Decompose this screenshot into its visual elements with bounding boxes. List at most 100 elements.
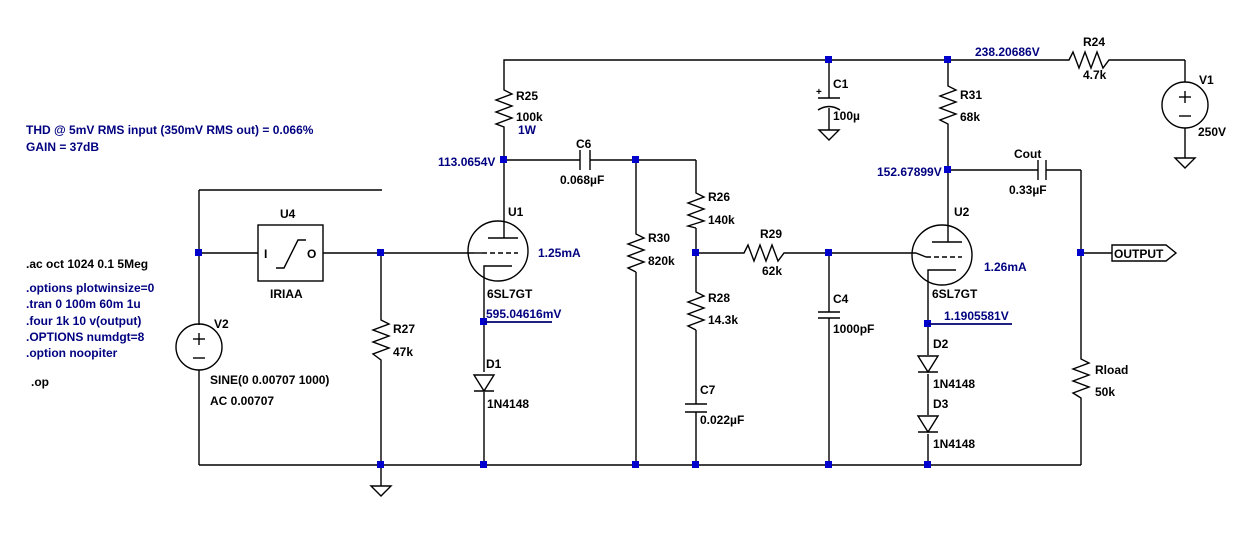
junction-dots xyxy=(195,56,1084,468)
output-port[interactable]: OUTPUT xyxy=(1111,244,1178,262)
r29-symbol[interactable] xyxy=(740,243,790,263)
thd-note: THD @ 5mV RMS input (350mV RMS out) = 0.… xyxy=(26,123,314,137)
d3-symbol[interactable] xyxy=(916,415,940,434)
r25-name: R25 xyxy=(516,89,538,103)
spice-directives: .ac oct 1024 0.1 5Meg .options plotwinsi… xyxy=(26,257,155,389)
c1-symbol[interactable]: + xyxy=(816,87,841,111)
directive-op[interactable]: .op xyxy=(31,375,49,389)
u2-name: U2 xyxy=(954,205,970,219)
v2-symbol[interactable] xyxy=(175,323,223,371)
u1-current: 1.25mA xyxy=(538,246,581,260)
u2-cathode-voltage: 1.1905581V xyxy=(944,309,1009,323)
output-port-label: OUTPUT xyxy=(1114,247,1164,261)
r26-name: R26 xyxy=(708,190,730,204)
c1-value: 100µ xyxy=(833,109,860,123)
ground-v1 xyxy=(1173,157,1197,169)
r27-symbol[interactable] xyxy=(371,316,391,364)
u2-plate-voltage: 152.67899V xyxy=(877,165,942,179)
directive-noopiter[interactable]: .option noopiter xyxy=(26,346,118,360)
supply-voltage: 238.20686V xyxy=(975,45,1040,59)
cout-value: 0.33µF xyxy=(1009,183,1047,197)
directive-four[interactable]: .four 1k 10 v(output) xyxy=(26,314,141,328)
r24-value: 4.7k xyxy=(1083,68,1107,82)
gain-note: GAIN = 37dB xyxy=(26,140,99,154)
r31-name: R31 xyxy=(960,88,982,102)
directive-numdgt[interactable]: .OPTIONS numdgt=8 xyxy=(26,330,145,344)
r26-symbol[interactable] xyxy=(685,190,707,229)
r28-name: R28 xyxy=(708,291,730,305)
v2-name: V2 xyxy=(214,317,229,331)
r31-symbol[interactable] xyxy=(938,82,958,130)
directive-plotwinsize[interactable]: .options plotwinsize=0 xyxy=(26,281,155,295)
v1-name: V1 xyxy=(1199,73,1214,87)
d2-symbol[interactable] xyxy=(916,355,940,374)
c1-name: C1 xyxy=(833,77,849,91)
u4-model: IRIAA xyxy=(270,287,303,301)
rload-symbol[interactable] xyxy=(1071,355,1091,402)
r26-value: 140k xyxy=(708,213,735,227)
r28-symbol[interactable] xyxy=(686,288,706,331)
d3-model: 1N4148 xyxy=(933,437,975,451)
v2-ac: AC 0.00707 xyxy=(210,394,274,408)
rload-name: Rload xyxy=(1095,363,1128,377)
u2-tube-symbol[interactable] xyxy=(911,224,973,286)
directive-ac[interactable]: .ac oct 1024 0.1 5Meg xyxy=(26,257,148,271)
c6-symbol[interactable] xyxy=(579,150,591,170)
r25-value: 100k xyxy=(516,110,543,124)
d2-name: D2 xyxy=(933,337,949,351)
r24-symbol[interactable] xyxy=(1065,50,1140,70)
c4-symbol[interactable] xyxy=(818,311,840,319)
r29-name: R29 xyxy=(760,227,782,241)
ground-c1 xyxy=(817,129,841,141)
c6-name: C6 xyxy=(576,137,592,151)
u1-cathode-voltage: 595.04616mV xyxy=(486,307,561,321)
d1-model: 1N4148 xyxy=(487,397,529,411)
rload-value: 50k xyxy=(1095,385,1115,399)
capacitor-symbols: + xyxy=(579,87,1047,413)
r25-symbol[interactable] xyxy=(494,87,514,130)
c6-value: 0.068µF xyxy=(560,173,604,187)
u4-out-pin: O xyxy=(307,247,316,261)
ground-symbols xyxy=(369,129,1197,497)
node-voltages: 238.20686V 113.0654V 595.04616mV 152.678… xyxy=(438,45,1040,323)
c4-name: C4 xyxy=(833,292,849,306)
u4-filter-block[interactable]: I O xyxy=(257,224,324,282)
v1-value: 250V xyxy=(1198,125,1226,139)
c4-value: 1000pF xyxy=(833,322,874,336)
cout-name: Cout xyxy=(1014,147,1041,161)
v1-symbol[interactable] xyxy=(1161,81,1209,129)
d3-name: D3 xyxy=(933,397,949,411)
u2-model: 6SL7GT xyxy=(932,287,978,301)
r30-symbol[interactable] xyxy=(626,230,646,273)
u1-model: 6SL7GT xyxy=(487,287,533,301)
r28-value: 14.3k xyxy=(708,313,738,327)
r31-value: 68k xyxy=(960,110,980,124)
r30-value: 820k xyxy=(648,254,675,268)
u1-plate-voltage: 113.0654V xyxy=(438,155,495,169)
r27-name: R27 xyxy=(393,322,415,336)
d2-model: 1N4148 xyxy=(933,377,975,391)
c7-symbol[interactable] xyxy=(685,403,707,413)
directive-tran[interactable]: .tran 0 100m 60m 1u xyxy=(26,297,141,311)
c7-name: C7 xyxy=(700,383,716,397)
ground-main xyxy=(369,485,393,497)
u2-current: 1.26mA xyxy=(984,260,1027,274)
d1-name: D1 xyxy=(486,357,502,371)
notes: THD @ 5mV RMS input (350mV RMS out) = 0.… xyxy=(26,123,314,154)
resistor-symbols xyxy=(371,50,1140,402)
cout-symbol[interactable] xyxy=(1037,160,1047,180)
wires xyxy=(198,59,1186,486)
r30-name: R30 xyxy=(648,231,670,245)
svg-text:+: + xyxy=(816,87,822,98)
u1-tube-symbol[interactable] xyxy=(467,220,529,282)
r24-name: R24 xyxy=(1083,35,1105,49)
r25-power: 1W xyxy=(518,123,537,137)
d1-symbol[interactable] xyxy=(472,374,496,393)
r29-value: 62k xyxy=(762,264,782,278)
u4-in-pin: I xyxy=(264,247,267,261)
u4-name: U4 xyxy=(280,207,296,221)
component-labels: V1 250V V2 SINE(0 0.00707 1000) AC 0.007… xyxy=(210,35,1226,451)
c7-value: 0.022µF xyxy=(700,413,744,427)
u1-name: U1 xyxy=(508,205,524,219)
